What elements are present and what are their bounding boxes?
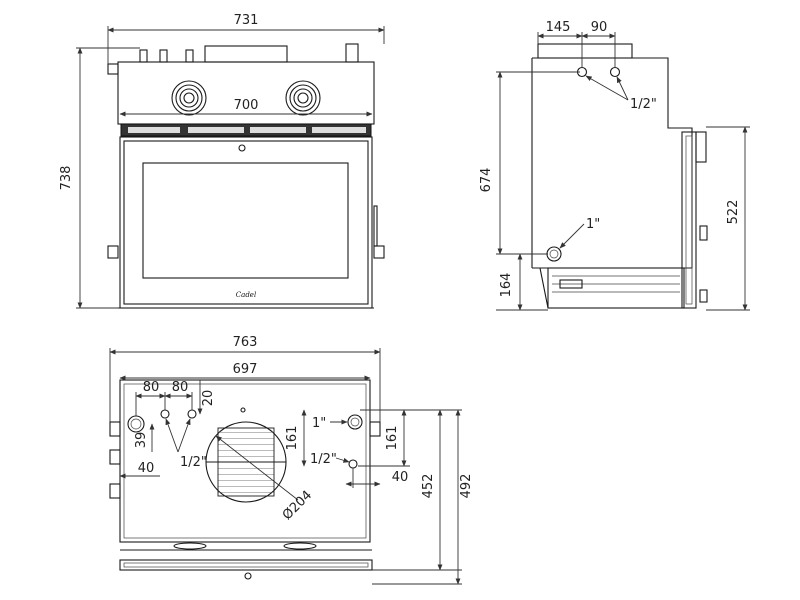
right-knob xyxy=(285,80,321,116)
flue-vent xyxy=(205,421,287,503)
dim-40-left: 40 xyxy=(138,461,155,476)
rear-side-lug xyxy=(109,483,121,499)
front-side-rail xyxy=(373,205,378,247)
front-top-tab xyxy=(139,49,148,63)
dim-763: 763 xyxy=(233,335,258,350)
label-half-inch: 1/2" xyxy=(630,97,657,112)
dim-164: 164 xyxy=(499,273,514,298)
rear-marker-dot xyxy=(240,407,246,413)
dim-90: 90 xyxy=(591,20,608,35)
rear-pipe-one-inch-right-inner xyxy=(350,417,360,427)
dim-738: 738 xyxy=(59,166,74,191)
dim-40-right: 40 xyxy=(392,470,409,485)
vent-slot xyxy=(128,127,180,133)
rear-pipe-one-inch-right xyxy=(347,414,363,430)
dim-697: 697 xyxy=(233,362,258,377)
front-top-tab xyxy=(345,43,359,63)
dim-674: 674 xyxy=(479,168,494,193)
side-top-flange xyxy=(537,43,633,59)
front-side-lug xyxy=(107,245,119,259)
rear-side-lug xyxy=(109,421,121,437)
vent-slot xyxy=(312,127,366,133)
label-rear-half-inch-left: 1/2" xyxy=(180,455,207,470)
dim-80b: 80 xyxy=(172,380,189,395)
dim-80a: 80 xyxy=(143,380,160,395)
side-door-inner xyxy=(685,135,693,305)
rear-bottom-rail-inner xyxy=(123,562,369,568)
dim-diameter: Ø204 xyxy=(280,488,315,523)
front-top-tab xyxy=(185,49,194,63)
dim-20: 20 xyxy=(201,390,216,407)
side-base-box xyxy=(547,267,685,309)
leader-rear-half-1 xyxy=(165,418,179,453)
label-one-inch: 1" xyxy=(586,217,600,232)
dim-492: 492 xyxy=(459,474,474,499)
side-hinge xyxy=(699,225,708,241)
rear-bottom-slot xyxy=(283,542,317,550)
front-side-lug xyxy=(107,63,119,75)
dim-700: 700 xyxy=(234,98,259,113)
rear-pipe-one-inch-left-inner xyxy=(130,418,142,430)
leader-rear-half-2 xyxy=(177,418,191,453)
side-view: 1/2" 1" 145 90 674 164 522 xyxy=(479,20,750,311)
rear-side-lug xyxy=(369,421,381,437)
side-door xyxy=(681,131,697,309)
side-base-slant xyxy=(539,267,549,309)
dim-161-right: 161 xyxy=(385,426,400,451)
pipe-one-inch xyxy=(546,246,562,262)
rear-bottom-slot xyxy=(173,542,207,550)
vent-slot xyxy=(188,127,244,133)
rear-pipe-one-inch-left xyxy=(127,415,145,433)
rear-pipe-half-inch-right xyxy=(348,459,358,469)
front-control-panel xyxy=(117,61,375,125)
label-rear-half-inch-right: 1/2" xyxy=(310,452,337,467)
front-top-tab xyxy=(159,49,168,63)
dim-39: 39 xyxy=(134,432,149,449)
front-vent-strip xyxy=(120,123,372,137)
leader-half-2 xyxy=(616,76,629,101)
front-view: Cadel 731 700 738 xyxy=(59,13,385,309)
rear-view: 763 697 80 80 20 39 40 1/2" 161 1" 1/2" … xyxy=(109,335,474,585)
left-knob xyxy=(171,80,207,116)
pipe-one-inch-inner xyxy=(549,249,559,259)
rear-body-inner xyxy=(123,383,367,539)
dim-161-left: 161 xyxy=(285,426,300,451)
side-base-slot xyxy=(559,279,583,289)
leader-rear-half-right xyxy=(335,457,350,463)
dim-145: 145 xyxy=(546,20,571,35)
side-handle xyxy=(695,131,707,163)
dim-522: 522 xyxy=(726,200,741,225)
rear-bottom-screw xyxy=(244,572,252,580)
front-door-glass xyxy=(142,162,349,279)
label-rear-one-inch: 1" xyxy=(312,416,326,431)
door-screw xyxy=(238,144,246,152)
vent-slot xyxy=(250,127,306,133)
dim-line-diameter xyxy=(215,435,299,501)
leader-one-inch xyxy=(559,223,585,249)
rear-pipe-half-inch-1 xyxy=(160,409,170,419)
dim-731: 731 xyxy=(234,13,259,28)
dim-452: 452 xyxy=(421,474,436,499)
front-top-bar xyxy=(204,45,288,63)
front-side-lug xyxy=(373,245,385,259)
rear-pipe-half-inch-2 xyxy=(187,409,197,419)
rear-bottom-rail xyxy=(119,559,373,571)
side-hinge xyxy=(699,289,708,303)
side-body-outline xyxy=(532,57,693,268)
leader-half-1 xyxy=(585,75,629,101)
pipe-half-inch-2 xyxy=(609,66,621,78)
rear-side-lug xyxy=(109,449,121,465)
brand-logo: Cadel xyxy=(236,291,256,299)
front-door-frame xyxy=(123,140,369,305)
